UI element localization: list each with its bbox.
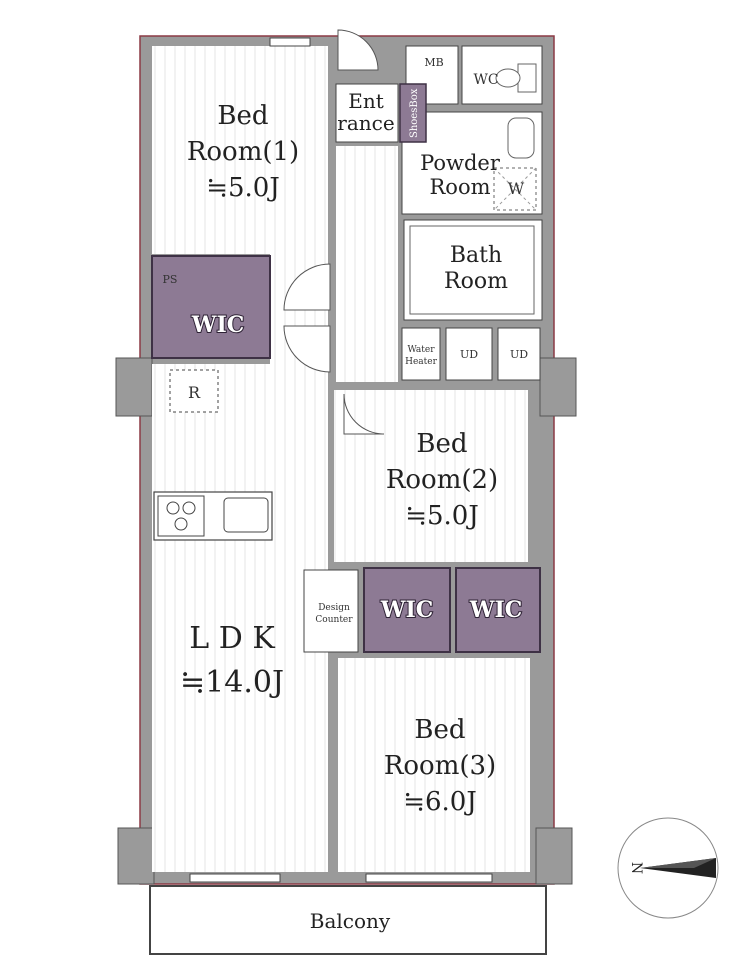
doors [283, 29, 385, 435]
ldk-label: L D K ≒14.0J [180, 621, 284, 700]
bedroom-3-label: Bed Room(3) ≒6.0J [384, 715, 496, 817]
bedroom-3-floor [338, 658, 530, 872]
balcony-label: Balcony [310, 909, 391, 933]
compass-north-label: N [628, 862, 644, 874]
windows [189, 37, 493, 883]
wic-bedroom-1 [151, 255, 271, 359]
water-heater-closet [401, 327, 441, 381]
svg-text:Room: Room [429, 175, 490, 199]
svg-text:Room(2): Room(2) [386, 465, 498, 495]
shoes-box-label: ShoesBox [409, 88, 420, 138]
svg-text:≒5.0J: ≒5.0J [206, 173, 280, 203]
svg-text:Room(1): Room(1) [187, 137, 299, 167]
wic-bedroom-3 [455, 567, 541, 653]
ud-closet-1 [445, 327, 493, 381]
ud-label-1: UD [460, 348, 478, 361]
svg-text:L D K: L D K [189, 621, 275, 656]
bedroom-1-floor [152, 46, 328, 254]
corridor-floor [336, 146, 398, 382]
bedroom-1-label: Bed Room(1) ≒5.0J [187, 101, 299, 203]
svg-text:rance: rance [337, 111, 394, 135]
water-heater-label-1: Water [407, 345, 435, 355]
bedroom-2-label: Bed Room(2) ≒5.0J [386, 429, 498, 531]
svg-text:≒5.0J: ≒5.0J [405, 501, 479, 531]
refrigerator-label: R [188, 383, 201, 402]
entrance-label: Ent rance [337, 89, 394, 135]
mb-label: MB [424, 56, 443, 69]
design-counter-label-2: Counter [315, 615, 353, 625]
wic-label-1: WIC [191, 312, 245, 338]
entrance-floor [335, 83, 399, 143]
svg-text:Bath: Bath [450, 243, 502, 268]
wic-label-3: WIC [469, 597, 523, 623]
svg-text:Room: Room [444, 269, 508, 294]
toilet [495, 63, 537, 93]
washer-label: W [508, 179, 525, 198]
kitchen-counter [153, 491, 273, 541]
design-counter [303, 569, 359, 653]
bath-room-label: Bath Room [444, 243, 508, 294]
wc-label: WC [473, 72, 498, 88]
svg-text:Bed: Bed [416, 429, 467, 459]
sink [507, 117, 535, 159]
design-counter-label-1: Design [318, 603, 350, 613]
svg-text:≒6.0J: ≒6.0J [403, 787, 477, 817]
ps-label: PS [163, 273, 178, 286]
bathtub [409, 225, 535, 315]
svg-text:≒14.0J: ≒14.0J [180, 665, 284, 700]
svg-text:Bed: Bed [414, 715, 465, 745]
svg-text:Bed: Bed [217, 101, 268, 131]
ud-closet-2 [497, 327, 541, 381]
svg-text:Ent: Ent [348, 89, 384, 113]
balcony-area [149, 885, 547, 955]
water-heater-label-2: Heater [405, 357, 437, 367]
ldk-floor [152, 364, 328, 872]
svg-text:Room(3): Room(3) [384, 751, 496, 781]
bedroom-2-floor [334, 390, 528, 562]
powder-room-label: Powder Room [420, 151, 501, 199]
wic-label-2: WIC [380, 597, 434, 623]
refrigerator-space [169, 369, 219, 413]
washer-space [493, 167, 537, 211]
shoes-box [399, 83, 427, 143]
ud-label-2: UD [510, 348, 528, 361]
svg-text:Powder: Powder [420, 151, 501, 175]
bath-room-floor [403, 219, 543, 321]
wic-bedroom-2 [363, 567, 451, 653]
compass-icon [617, 817, 719, 919]
